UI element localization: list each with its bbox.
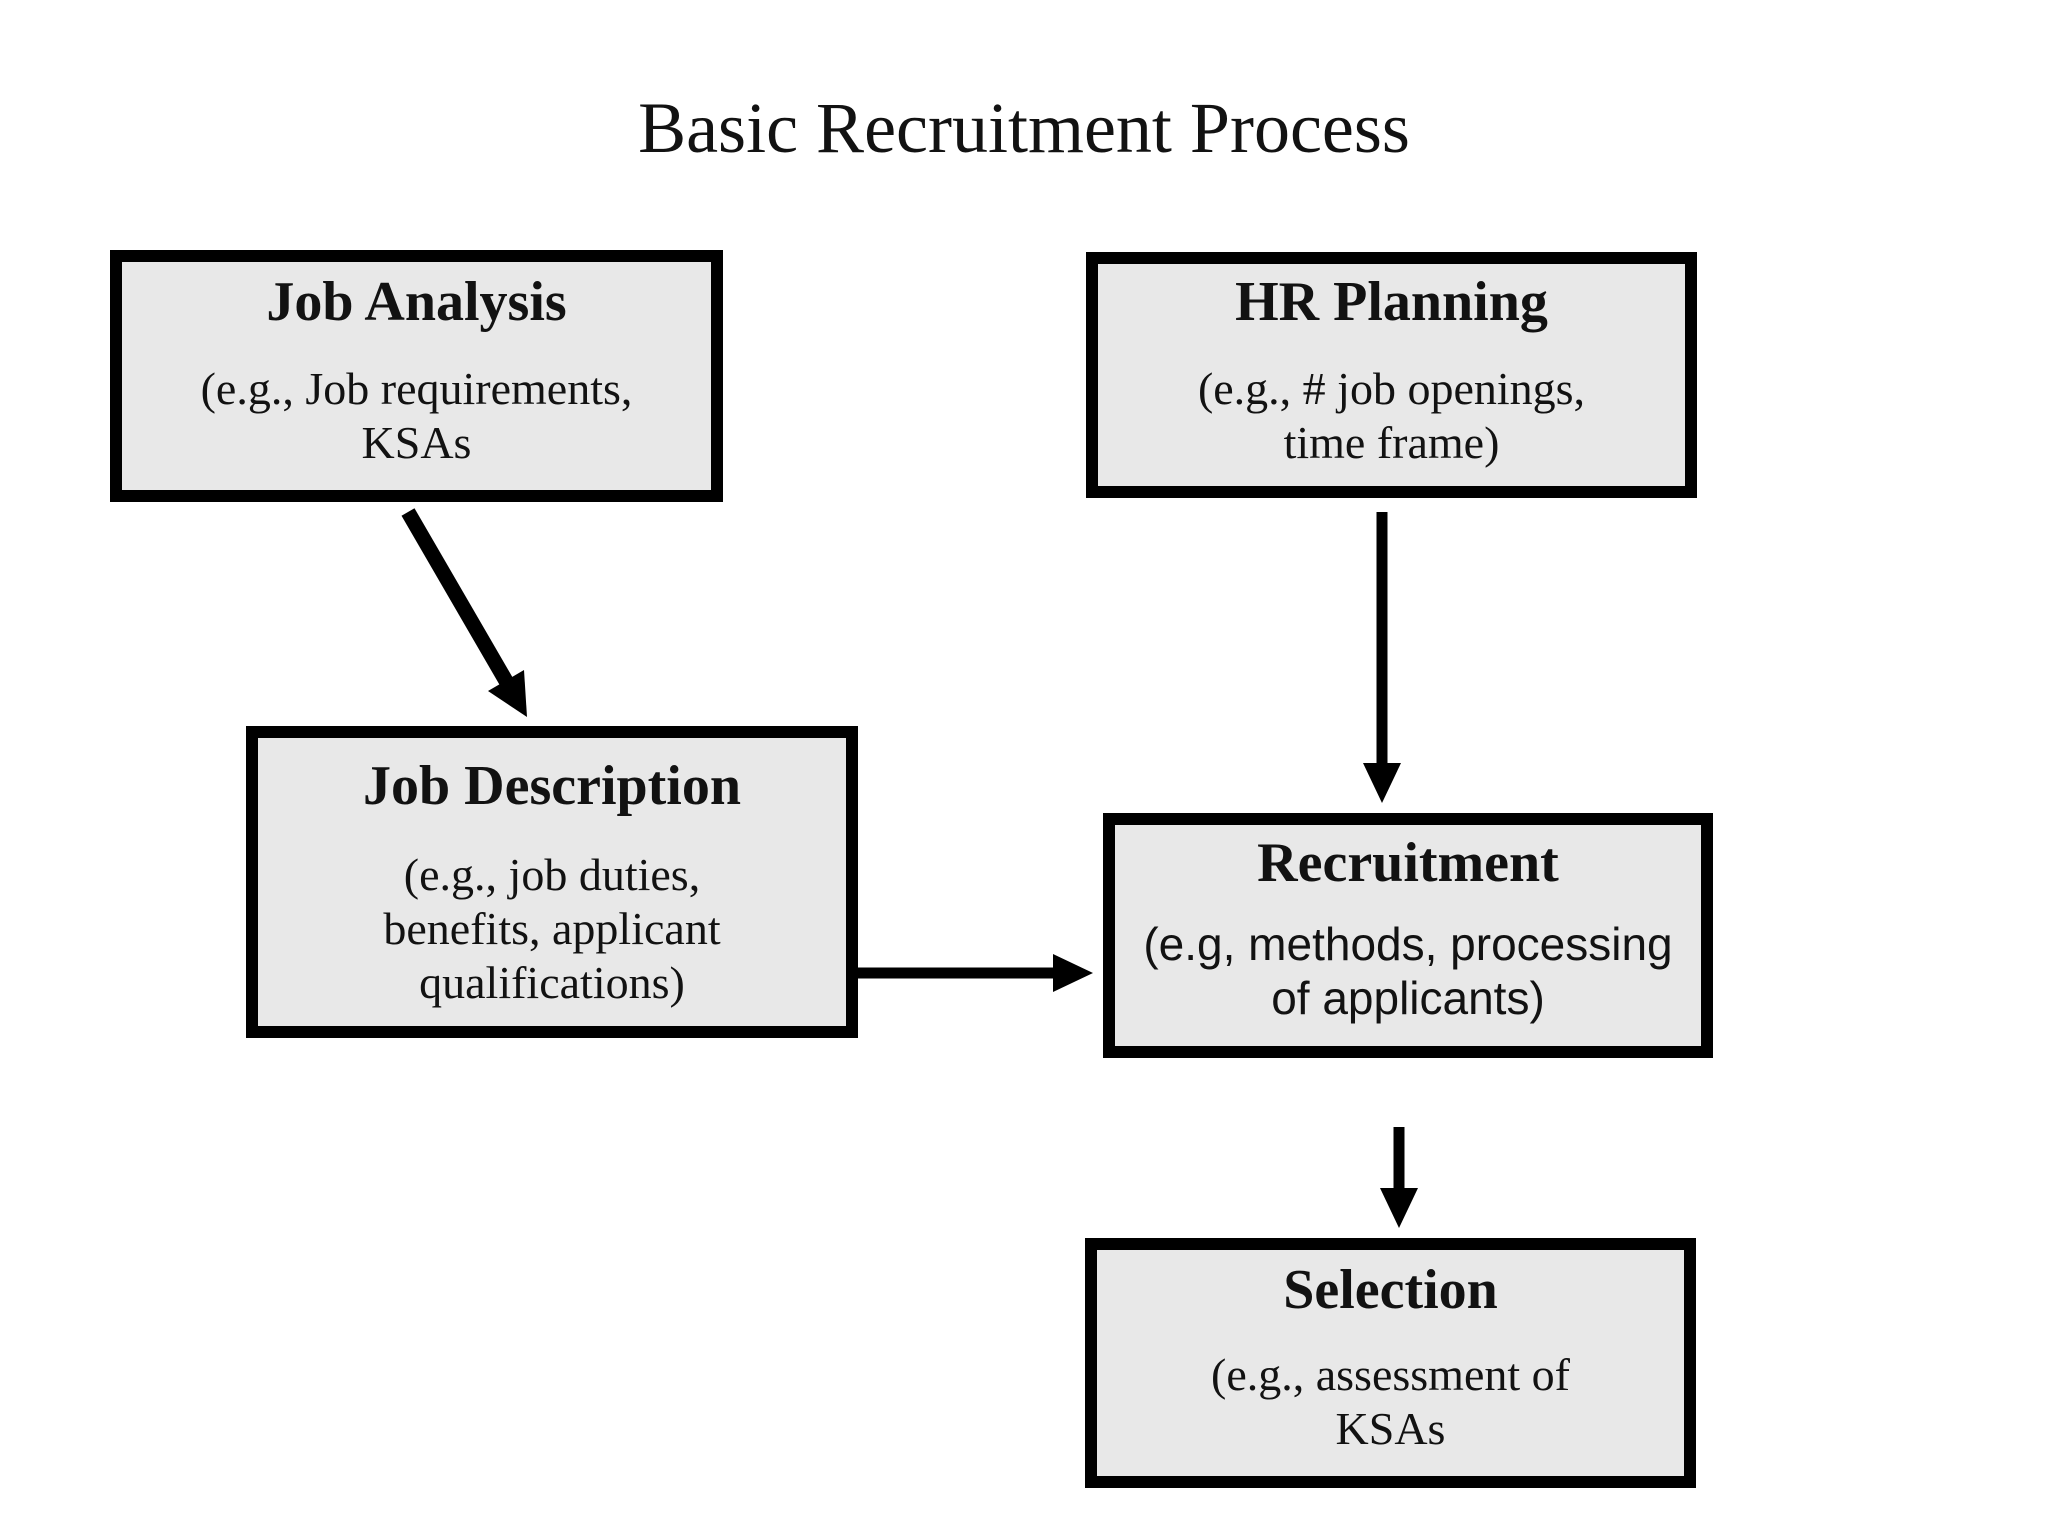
node-recruitment-heading: Recruitment [1257,832,1559,894]
node-job-description-body: (e.g., job duties, benefits, applicant q… [383,849,721,1008]
node-job-analysis: Job Analysis (e.g., Job requirements, KS… [110,250,723,502]
node-job-analysis-heading: Job Analysis [266,271,567,333]
arrow-hr-planning-to-recruitment [1363,512,1401,803]
node-selection-body: (e.g., assessment of KSAs [1211,1349,1570,1454]
page-title: Basic Recruitment Process [638,88,1410,168]
arrow-recruitment-to-selection [1380,1127,1418,1228]
node-recruitment: Recruitment (e.g, methods, processing of… [1103,813,1713,1058]
arrow-job-description-to-recruitment [858,954,1093,992]
node-job-description-heading: Job Description [363,755,741,817]
node-hr-planning-body: (e.g., # job openings, time frame) [1197,363,1586,468]
node-job-description: Job Description (e.g., job duties, benef… [246,726,858,1038]
node-job-analysis-body: (e.g., Job requirements, KSAs [200,363,633,468]
node-selection: Selection (e.g., assessment of KSAs [1085,1238,1696,1488]
node-hr-planning: HR Planning (e.g., # job openings, time … [1086,252,1697,498]
node-selection-heading: Selection [1283,1259,1498,1321]
node-recruitment-body: (e.g, methods, processing of applicants) [1143,918,1673,1024]
node-hr-planning-heading: HR Planning [1235,271,1548,333]
arrow-job-analysis-to-job-description [401,508,527,717]
